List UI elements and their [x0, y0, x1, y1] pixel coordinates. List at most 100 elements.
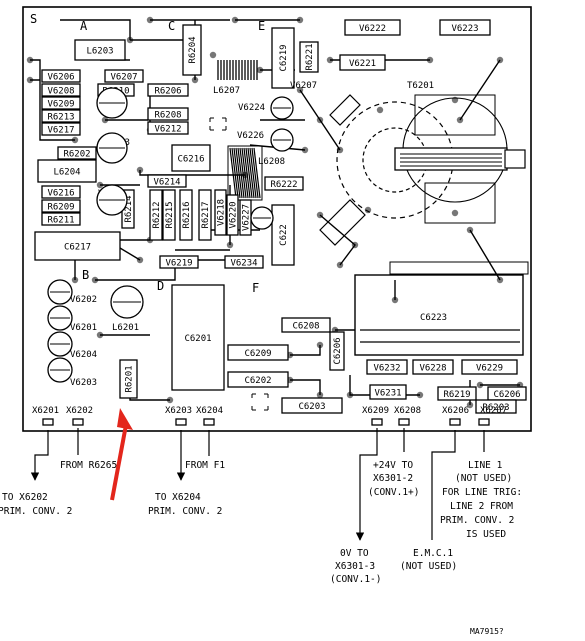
- note-to-x6204: TO X6204 PRIM. CONV. 2: [148, 492, 222, 517]
- test-point-c: C: [168, 19, 175, 33]
- note-to-x6204-line2: PRIM. CONV. 2: [148, 506, 222, 517]
- component-r6203: R6203: [475, 399, 517, 414]
- connector-x6207: X6207: [478, 406, 507, 426]
- component-r6204: R6204: [182, 24, 202, 76]
- component-c6206: C6206: [329, 331, 345, 371]
- note-24v-line2: X6301-2: [373, 473, 413, 484]
- component-label-v6209: V6209: [47, 100, 74, 110]
- connector-x6209: X6209: [362, 406, 389, 426]
- component-v6229: V6229: [461, 359, 518, 375]
- component-label-r6215: R6215: [165, 201, 175, 228]
- note-line1-line1: LINE 1: [468, 460, 503, 471]
- component-label-v6221: V6221: [349, 59, 376, 69]
- test-point-e: E: [258, 19, 265, 33]
- component-label-c6203: C6203: [298, 402, 325, 412]
- component-label-r6211: R6211: [47, 216, 74, 226]
- component-r6213: R6213: [41, 109, 81, 123]
- connector-label-x6206: X6206: [442, 406, 469, 416]
- component-label-c6208: C6208: [292, 322, 319, 332]
- component-label-v6206: V6206: [47, 73, 74, 83]
- label-l6208: L6208: [258, 157, 285, 167]
- component-v6221: V6221: [339, 54, 386, 71]
- component-c6202: C6202: [227, 371, 289, 388]
- note-emc-line1: E.M.C.1: [413, 548, 453, 559]
- component-c6203: C6203: [281, 397, 343, 414]
- component-label-v6227: V6227: [242, 204, 252, 231]
- connector-label-x6207: X6207: [480, 406, 507, 416]
- note-24v: +24V TO X6301-2 (CONV.1+): [368, 460, 419, 498]
- note-24v-line3: (CONV.1+): [368, 487, 419, 498]
- component-label-v6222: V6222: [359, 24, 386, 34]
- component-label-r6221: R6221: [305, 43, 315, 70]
- component-r6211: R6211: [41, 212, 81, 226]
- component-v6231: V6231: [369, 384, 407, 400]
- capacitor-c6223-block: C6223: [354, 261, 529, 356]
- label-v6204: V6204: [70, 350, 97, 360]
- test-point-d: D: [157, 279, 164, 293]
- component-label-l6204: L6204: [53, 168, 80, 178]
- test-point-b: B: [82, 268, 89, 282]
- component-r6212: R6212: [149, 189, 163, 241]
- component-label-r6209: R6209: [47, 203, 74, 213]
- component-label-v6214: V6214: [153, 178, 180, 188]
- fiducial-marks: [209, 117, 269, 411]
- note-0v-line3: (CONV.1-): [330, 574, 381, 585]
- component-label-r6216: R6216: [182, 201, 192, 228]
- wiring-notes: [30, 428, 485, 541]
- component-r6221: R6221: [299, 41, 319, 73]
- inductor-l6207-coil: [217, 60, 258, 80]
- test-point-f: F: [252, 281, 259, 295]
- board-outline: [22, 6, 532, 432]
- component-label-r6202: R6202: [63, 150, 90, 160]
- label-v6202: V6202: [70, 295, 97, 305]
- component-label-v6216: V6216: [47, 189, 74, 199]
- transformer-t6201: T6201: [319, 81, 526, 246]
- component-label-v6220: V6220: [229, 201, 239, 228]
- note-to-x6202-line1: TO X6202: [2, 492, 48, 503]
- label-v6224: V6224: [238, 103, 265, 113]
- component-v6232: V6232: [366, 359, 408, 375]
- pad-52: [376, 106, 384, 114]
- component-label-c6219: C6219: [279, 44, 289, 71]
- component-label-r6212: R6212: [152, 201, 162, 228]
- component-label-c6206b: C6206: [493, 390, 520, 400]
- note-line1: LINE 1 (NOT USED) FOR LINE TRIG: LINE 2 …: [440, 460, 522, 540]
- component-label-v6228: V6228: [419, 364, 446, 374]
- component-c6209: C6209: [227, 344, 289, 361]
- component-v6212: V6212: [147, 121, 189, 135]
- component-c6217: C6217: [34, 231, 121, 261]
- component-label-c6202: C6202: [244, 376, 271, 386]
- component-c6221: C622: [271, 204, 295, 266]
- inductor-l6208-coil: [227, 145, 263, 201]
- connector-label-x6203: X6203: [165, 406, 192, 416]
- component-label-r6208: R6208: [154, 111, 181, 121]
- component-label-r6206: R6206: [154, 87, 181, 97]
- note-24v-line1: +24V TO: [373, 460, 413, 471]
- connector-label-x6202: X6202: [66, 406, 93, 416]
- component-r6201: R6201: [119, 359, 138, 399]
- note-line1-line6: IS USED: [466, 529, 506, 540]
- transistors-layer: [47, 87, 294, 383]
- note-0v: 0V TO X6301-3 (CONV.1-): [330, 548, 381, 585]
- component-v6217: V6217: [41, 122, 81, 136]
- note-emc: E.M.C.1 (NOT USED): [400, 548, 457, 572]
- note-line1-line5: PRIM. CONV. 2: [440, 515, 514, 526]
- component-v6222: V6222: [344, 19, 401, 36]
- component-label-c6217: C6217: [64, 243, 91, 253]
- component-v6218: V6218: [214, 189, 227, 236]
- component-c6201: C6201: [171, 284, 225, 391]
- component-label-v6232: V6232: [373, 364, 400, 374]
- component-v6234: V6234: [224, 255, 264, 269]
- component-c6216: C6216: [171, 144, 211, 172]
- component-v6220: V6220: [226, 194, 239, 236]
- component-c6219: C6219: [271, 27, 295, 89]
- component-r6217: R6217: [198, 189, 212, 241]
- connector-x6201: X6201: [32, 406, 59, 426]
- component-label-v6212: V6212: [154, 125, 181, 135]
- component-label-r6201: R6201: [125, 365, 135, 392]
- component-label-r6203: R6203: [482, 403, 509, 413]
- label-l6201: L6201: [112, 323, 139, 333]
- component-label-v6208: V6208: [47, 87, 74, 97]
- component-label-r6214: R6214: [124, 195, 134, 222]
